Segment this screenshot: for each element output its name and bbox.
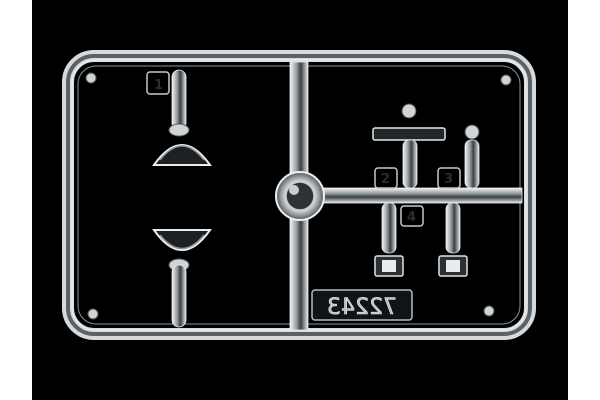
part-lens-lower bbox=[152, 229, 212, 328]
part-number-4: 4 bbox=[407, 210, 416, 225]
sprue-code-plate: 72243 bbox=[311, 289, 413, 321]
part-4-clips: 4 bbox=[374, 202, 468, 277]
sprue-code-text: 72243 bbox=[327, 295, 397, 320]
right-runner bbox=[321, 187, 523, 204]
ejector-pin-marks bbox=[85, 72, 512, 320]
part-1-lens-upper: 1 bbox=[146, 69, 212, 166]
photo-stage: 1 2 3 4 72243 bbox=[32, 0, 568, 400]
part-number-2: 2 bbox=[381, 172, 390, 187]
part-number-3: 3 bbox=[444, 172, 453, 187]
sprue-hub bbox=[275, 171, 325, 221]
clear-parts-sprue-photo: 1 2 3 4 72243 bbox=[62, 50, 536, 340]
part-2-lamp: 2 bbox=[372, 103, 446, 189]
part-number-1: 1 bbox=[154, 78, 163, 93]
part-3-lamp: 3 bbox=[437, 124, 480, 189]
